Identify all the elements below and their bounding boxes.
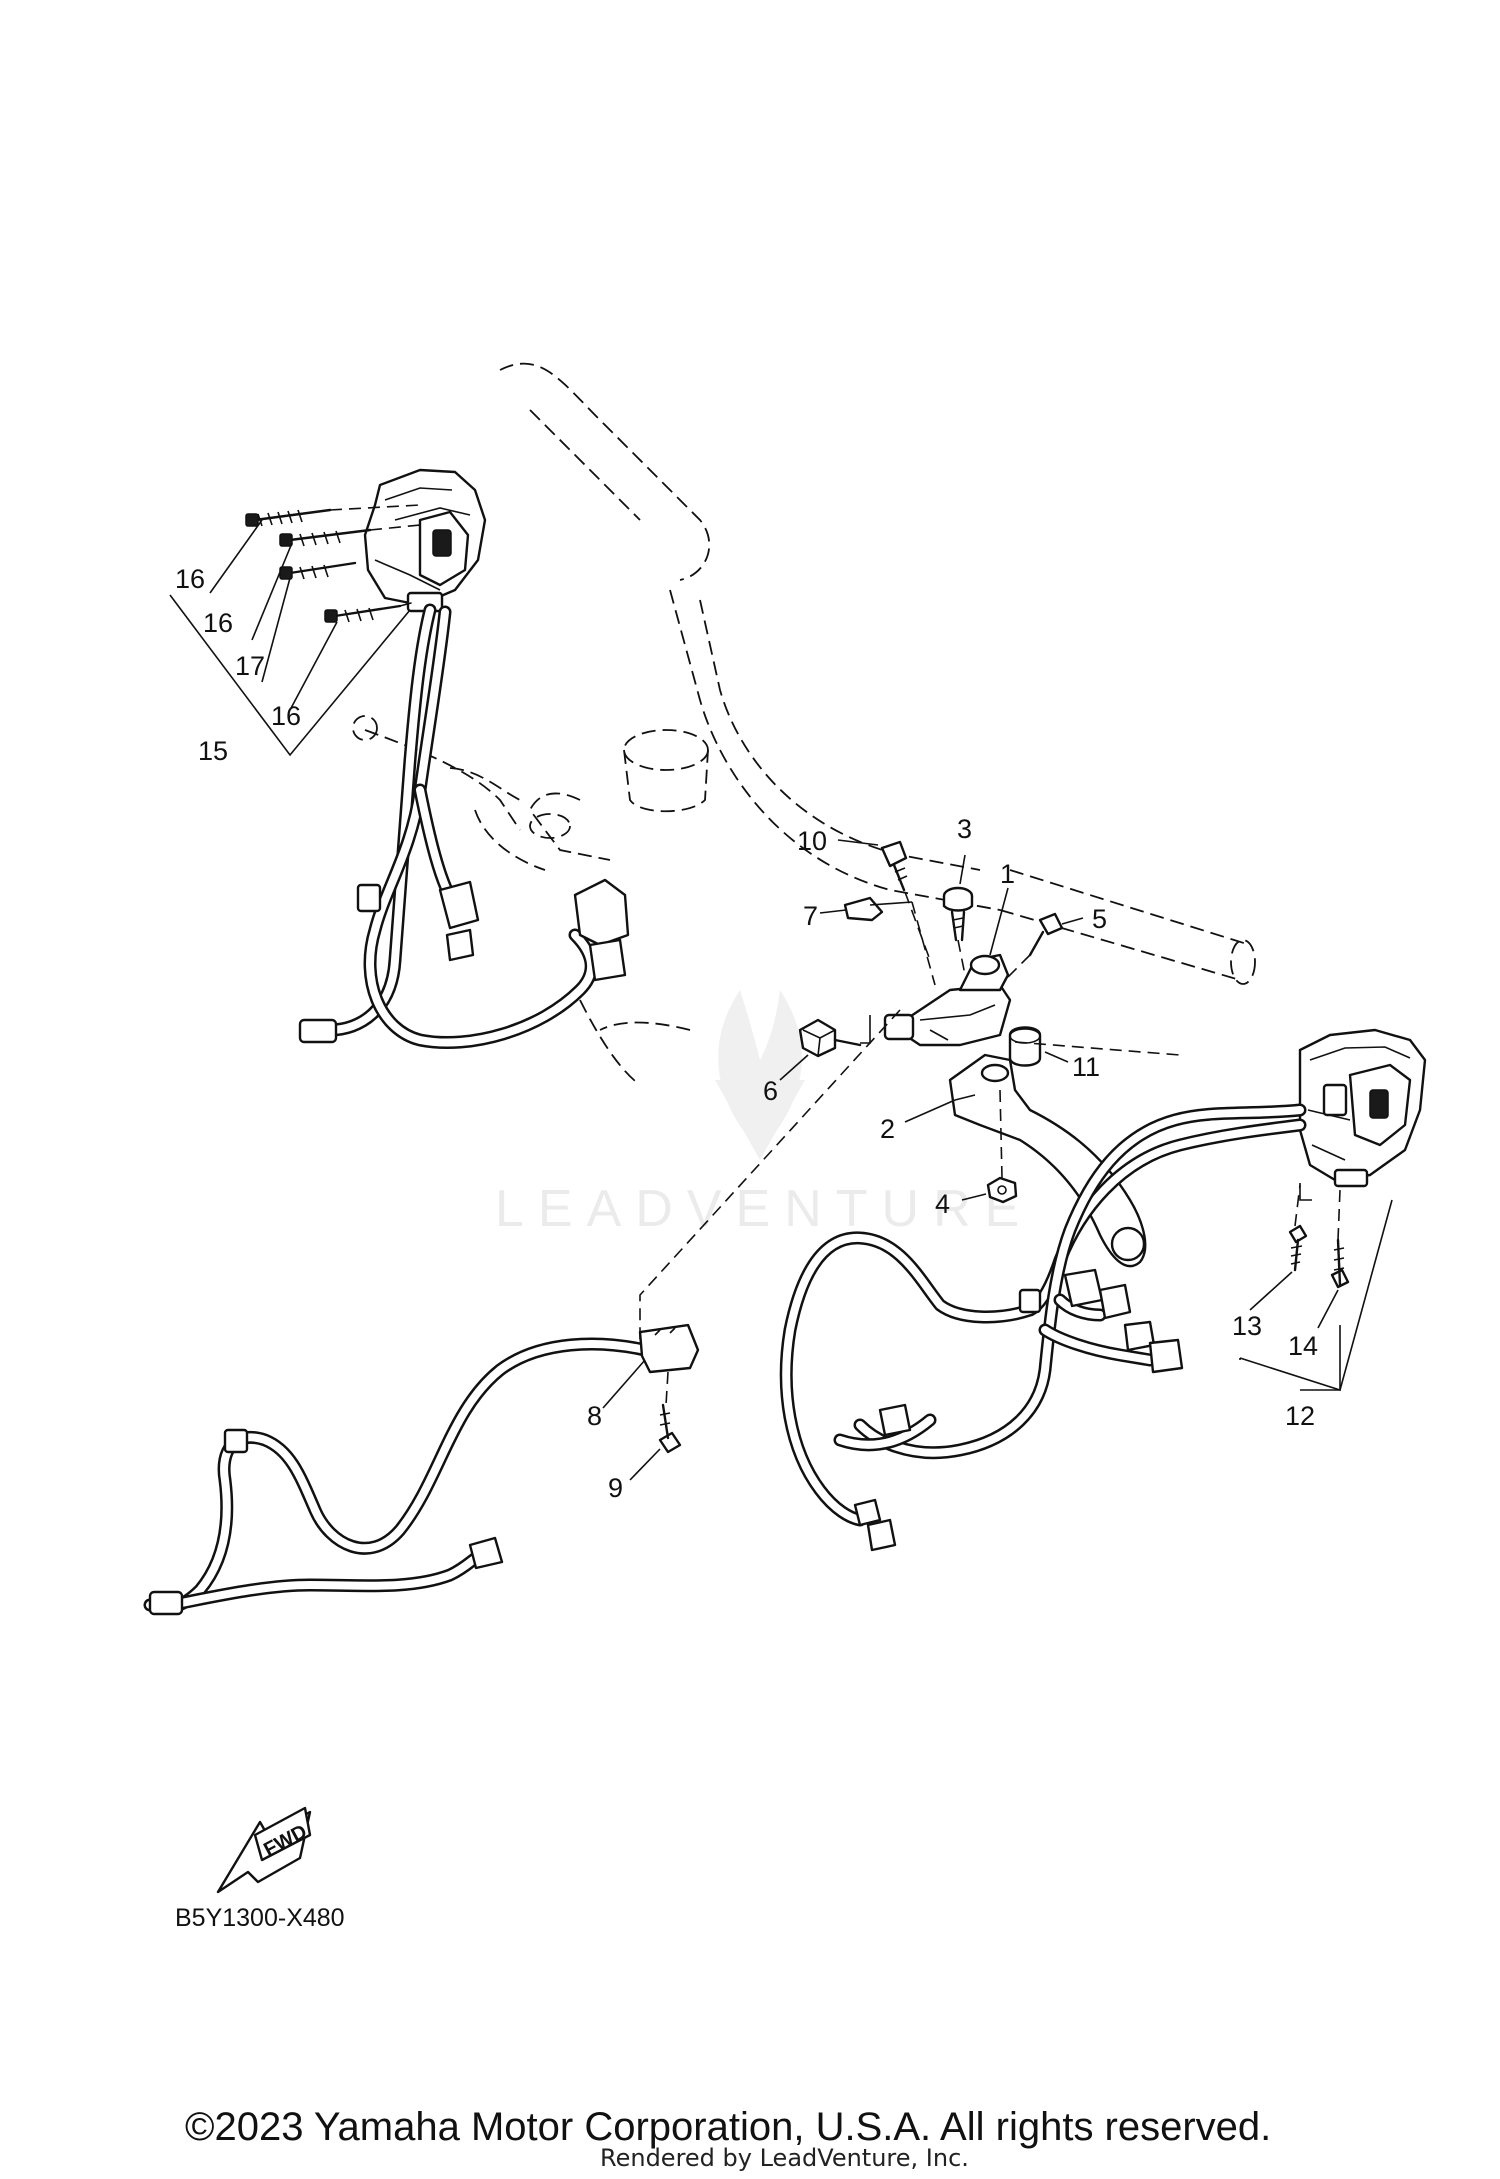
callout-6: 6 [763,1076,778,1106]
callout-17: 17 [235,651,265,681]
clutch-lever-holder [883,953,1042,1067]
clutch-switch-harness [143,1323,700,1616]
callout-16: 16 [271,701,301,731]
callout-13: 13 [1232,1311,1262,1341]
callout-2: 2 [880,1114,895,1144]
cable-clip [843,896,913,922]
callout-1: 1 [1000,859,1015,889]
handlebar-ghost [352,362,1256,1086]
callout-labels: 16 16 17 16 15 10 3 1 7 5 11 6 2 4 13 14… [175,564,1318,1503]
callout-16: 16 [175,564,205,594]
switch-screws [245,504,421,623]
callout-15: 15 [198,736,228,766]
right-switch-screws [1288,1184,1350,1289]
callout-5: 5 [1092,904,1107,934]
callout-16: 16 [203,608,233,638]
callout-7: 7 [803,901,818,931]
callout-4: 4 [935,1189,950,1219]
callout-12: 12 [1285,1401,1315,1431]
rendered-by-notice: Rendered by LeadVenture, Inc. [600,2144,969,2172]
left-handlebar-switch [363,468,487,613]
callout-14: 14 [1288,1331,1318,1361]
screw-5 [1028,912,1064,957]
bolt-10 [880,840,908,892]
leadventure-watermark: LEADVENTURE [495,990,1033,1238]
callout-leaders [169,519,1393,1481]
pivot-bolt [942,886,974,942]
bolt-6 [798,1018,862,1058]
left-switch-harness [298,603,630,1049]
callout-3: 3 [957,814,972,844]
callout-8: 8 [587,1401,602,1431]
explode-lines [639,891,1181,1406]
callout-10: 10 [797,826,827,856]
clutch-lever [948,1053,1147,1268]
diagram-code: B5Y1300-X480 [175,1904,345,1932]
copyright-notice: ©2023 Yamaha Motor Corporation, U.S.A. A… [185,2105,1271,2149]
callout-11: 11 [1072,1052,1100,1082]
right-handlebar-switch [1298,1028,1427,1188]
watermark-text: LEADVENTURE [495,1180,1033,1238]
right-switch-harness [779,1103,1307,1552]
callout-9: 9 [608,1473,623,1503]
forward-direction-arrow: FWD [216,1806,312,1894]
nut-4 [986,1176,1018,1204]
